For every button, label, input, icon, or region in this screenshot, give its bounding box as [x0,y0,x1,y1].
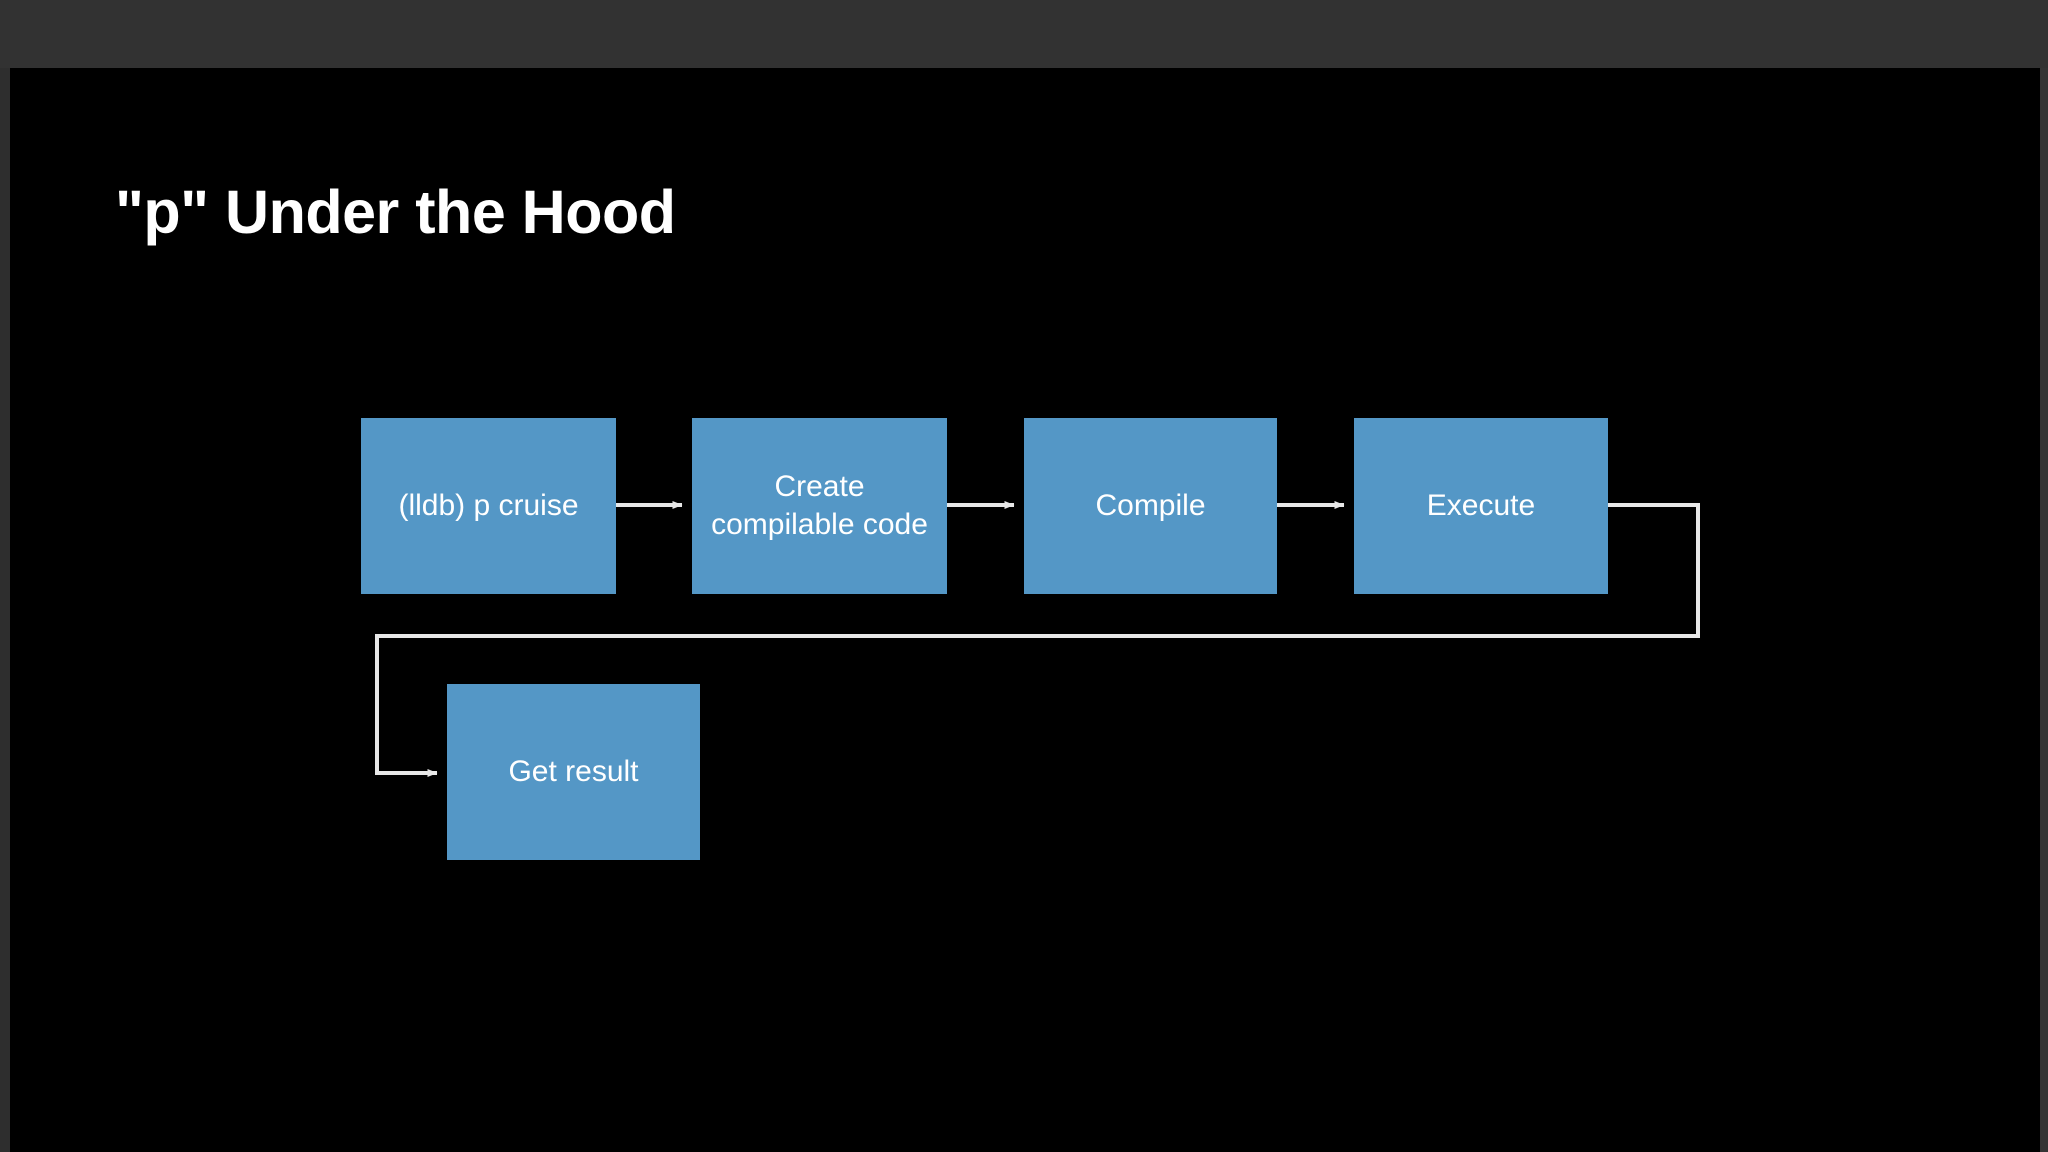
page-title: "p" Under the Hood [115,178,676,246]
flow-node-get-result[interactable]: Get result [447,684,700,860]
window-right-gutter [2040,68,2048,1152]
flow-node-label: Compile [1095,488,1206,522]
flow-node-create-compilable-code[interactable]: Create compilable code [692,418,947,594]
connector-layer [375,501,1700,777]
flow-node-execute[interactable]: Execute [1354,418,1608,594]
flow-node-label: Get result [508,754,639,788]
flow-node-label: Execute [1426,488,1536,522]
window-title-bar [0,0,2048,68]
flow-node-label: (lldb) p cruise [398,488,579,522]
flow-node-label: Create compilable code [711,469,928,541]
flow-node-compile[interactable]: Compile [1024,418,1277,594]
flow-node-lldb-p-cruise[interactable]: (lldb) p cruise [361,418,616,594]
slide-canvas: "p" Under the Hood (lldb) p cruise [10,68,2040,1152]
flow-diagram: (lldb) p cruise Create compilable code C… [10,68,2040,1152]
